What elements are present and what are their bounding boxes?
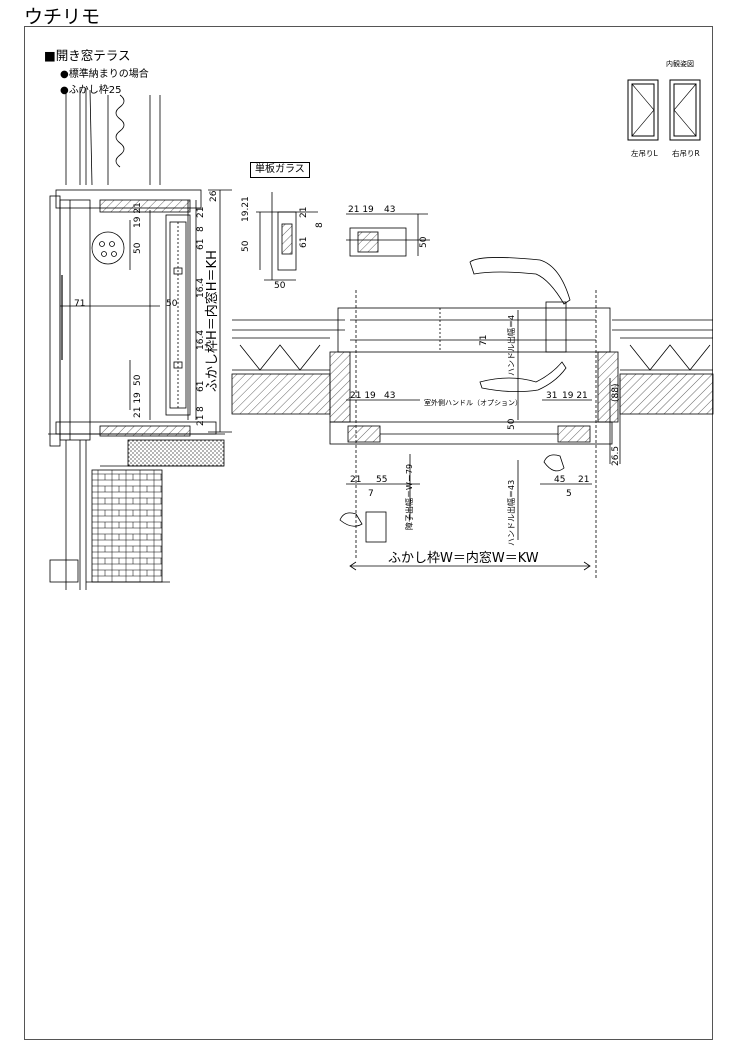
dim-8-bottom: 8 [196,406,206,412]
plan-dim-31: 31 [546,391,557,401]
plan-dim-45: 45 [554,475,565,485]
glass-dim-50-bottom: 50 [274,281,286,291]
dim-61-bottom: 61 [196,381,206,392]
sash-dim-50: 50 [419,236,429,248]
plan-dim-19-21: 19 21 [562,391,588,401]
plan-handle-w4: ハンドル出幅＝4 [506,315,516,376]
bullet-fukashi: ●ふかし枠25 [60,85,122,96]
glass-dim-61: 61 [299,237,309,248]
dim-8-top: 8 [196,226,206,232]
plan-dim-71: 71 [479,335,489,346]
plan-section [231,257,714,580]
dim-16-4-bottom: 16.4 [196,330,206,350]
sash-dim-21-19: 21 19 [348,205,374,215]
drawing-frame [24,26,713,1040]
glass-dim-21: 21 [299,207,309,218]
single-glass-label: 単板ガラス [250,162,310,178]
plan-dim-43: 43 [384,391,395,401]
plan-handle-w43: ハンドル出幅＝43 [506,480,516,546]
bullet-standard: ●標準納まりの場合 [60,69,149,80]
plan-knob-w79: 障子出幅＝W－79 [404,464,414,530]
glass-dim-8: 8 [315,222,325,228]
dim-50-center: 50 [166,299,178,309]
plan-dim-26-5: 26.5 [611,446,621,466]
height-formula: ふかし枠H＝内窓H＝KH [204,250,220,392]
plan-dim-5: 5 [566,489,572,499]
app-title: ウチリモ [24,6,101,28]
dim-26-top: 26 [209,190,219,202]
dim-21-top: 21 [196,207,206,218]
dim-50-left-top: 50 [133,242,143,254]
dim-19-21-left: 19 21 [133,202,143,228]
legend-title: 内観姿図 [666,60,694,68]
vertical-section [48,88,232,590]
plan-dim-21-left: 21 [350,475,361,485]
plan-dim-21-right: 21 [578,475,589,485]
plan-outside-handle: 室外側ハンドル（オプション） [424,398,522,407]
plan-dim-55: 55 [376,475,387,485]
glass-dim-19-21: 19.21 [241,196,251,222]
glass-dim-50: 50 [241,240,251,252]
legend-left-label: 左吊りL [631,149,658,158]
dim-61-top: 61 [196,239,206,250]
single-glass-detail [256,192,318,281]
legend-right-window [669,79,701,141]
section-title: ■開き窓テラス [44,48,131,63]
legend-right-label: 右吊りR [672,149,700,158]
plan-dim-7: 7 [368,489,374,499]
sash-detail [346,213,430,257]
width-formula: ふかし枠W＝内窓W＝KW [388,550,539,566]
dim-71-left: 71 [74,299,85,309]
sash-dim-43: 43 [384,205,395,215]
plan-dim-88: (88) [611,384,621,402]
plan-dim-21-19: 21 19 [350,391,376,401]
legend-left-window [627,79,659,141]
dim-16-4-top: 16.4 [196,278,206,298]
dim-50-left-bottom: 50 [133,374,143,386]
dim-21-bottom: 21 [196,415,206,426]
plan-dim-50: 50 [507,418,517,430]
dim-21-19-left: 21 19 [133,392,143,418]
